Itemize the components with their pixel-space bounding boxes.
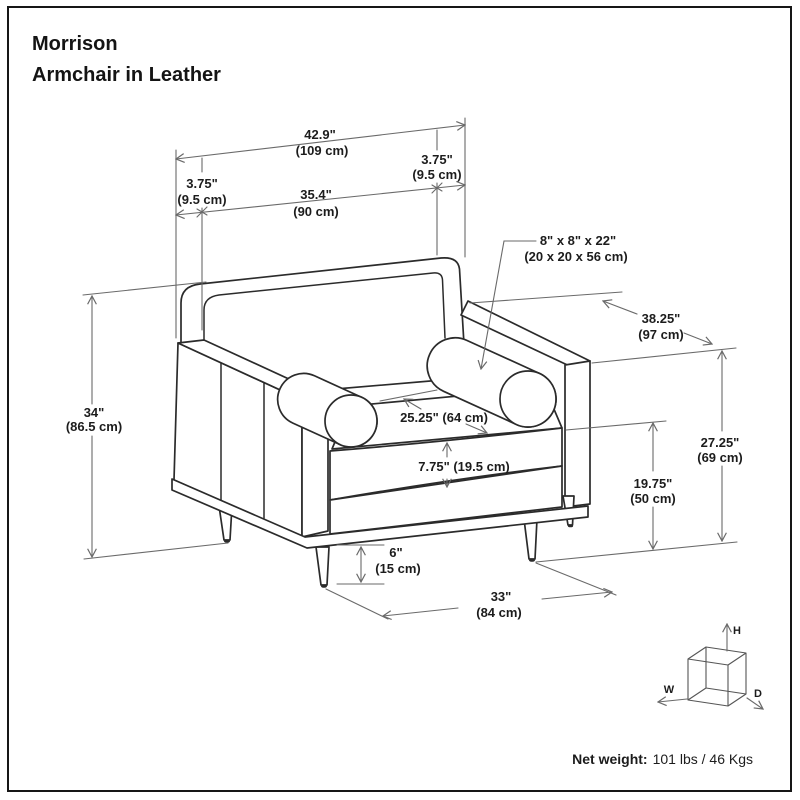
dim-cushion-thickness: 7.75" (19.5 cm) [418,443,510,487]
chair-right-arm-front [564,360,591,508]
dim-leg-height: 6" (15 cm) [336,544,421,585]
dim-seat-depth-text: 25.25" (64 cm) [400,410,488,425]
dim-bolster-callout: 8" x 8" x 22" (20 x 20 x 56 cm) [481,233,628,369]
dim-depth-cm: (97 cm) [638,327,684,342]
ext-line [379,389,438,402]
cube-depth-arrow [746,697,763,709]
dim-leg-in: 6" [389,545,402,560]
dim-bolster-cm: (20 x 20 x 56 cm) [524,249,627,264]
title-line-1: Morrison [32,33,118,55]
dim-overall-width: 42.9" (109 cm) [176,125,465,159]
net-weight: Net weight: 101 lbs / 46 Kgs [572,751,753,767]
ext-line [565,420,667,431]
cube-h-label: H [733,625,741,637]
dim-arm-left-in: 3.75" [186,176,217,191]
chair-seat-deck [329,465,563,535]
dim-height-in: 34" [84,405,105,420]
net-weight-value: 101 lbs / 46 Kgs [653,751,753,767]
cube-d-label: D [754,688,762,700]
dim-cushion-text: 7.75" (19.5 cm) [418,459,509,474]
net-weight-label: Net weight: [572,751,647,767]
product-title: Morrison Armchair in Leather [32,33,221,86]
title-line-2: Armchair in Leather [32,64,221,86]
hwd-cube-legend: H W D [658,624,763,709]
dim-arm-right-cm: (9.5 cm) [412,167,461,182]
ext-line [325,588,389,620]
dim-bolster-in: 8" x 8" x 22" [540,233,616,248]
ext-line [82,281,207,296]
chair-base-rail [171,478,589,549]
cube-hidden-edges [687,647,747,701]
ext-line [83,542,229,560]
cube-right-face [727,653,747,707]
dim-inner-width-cm: (90 cm) [293,204,339,219]
armchair-illustration [171,256,591,588]
chair-right-bolster [426,336,557,428]
dim-front-width-in: 33" [491,589,512,604]
dim-arm-height-cm: (69 cm) [697,450,743,465]
dim-arm-right-in: 3.75" [421,152,452,167]
page-border [7,6,792,792]
chair-legs [218,495,575,588]
dim-seat-height-in: 19.75" [634,476,673,491]
dim-overall-width-in: 42.9" [304,127,335,142]
chair-back-cushion-edge [203,272,446,372]
dim-seat-height-cm: (50 cm) [630,491,676,506]
dim-leg-cm: (15 cm) [375,561,421,576]
ext-line-floor [535,541,738,563]
dim-overall-width-cm: (109 cm) [296,143,349,158]
cube-width-arrow [658,699,688,702]
dim-front-width-cm: (84 cm) [476,605,522,620]
dim-arm-left-cm: (9.5 cm) [177,192,226,207]
dim-arm-height-in: 27.25" [701,435,740,450]
dim-depth-in: 38.25" [642,311,681,326]
dim-overall-height: 34" (86.5 cm) [66,281,229,560]
cube-front-face [687,658,729,707]
dim-arm-height: 27.25" (69 cm) [697,351,743,541]
dim-seat-height: 19.75" (50 cm) [535,420,738,563]
ext-line [591,347,737,364]
cube-top-face [687,646,747,666]
dim-height-cm: (86.5 cm) [66,419,122,434]
dim-front-width: 33" (84 cm) [325,562,617,620]
ext-line [469,291,623,304]
dim-seat-depth: 25.25" (64 cm) [379,389,488,433]
dim-overall-depth: 38.25" (97 cm) [469,291,737,364]
dim-inner-width-in: 35.4" [300,187,331,202]
ext-line [535,562,617,596]
cube-w-label: W [664,684,675,696]
chair-left-bolster [276,372,378,448]
dim-inner-width: 35.4" (90 cm) 3.75" (9.5 cm) 3.75" (9.5 … [176,117,465,339]
